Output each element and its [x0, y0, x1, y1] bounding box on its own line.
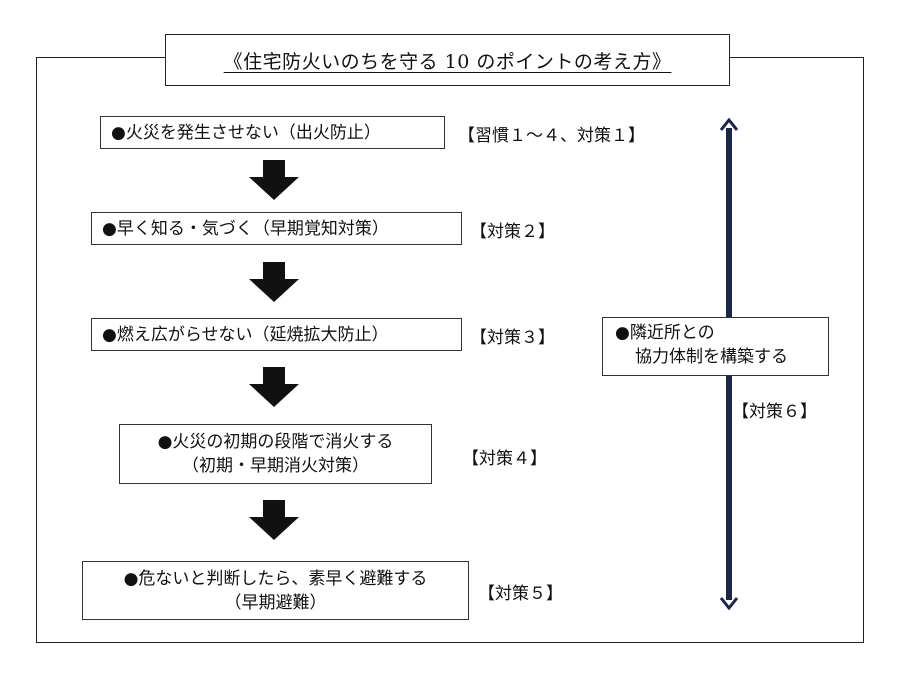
side-text-line-2: 協力体制を構築する [635, 347, 788, 367]
step-1-text: ●火災を発生させない（出火防止） [111, 122, 381, 143]
step-1-tag: 【習慣１～４、対策１】 [458, 126, 645, 146]
step-5-text-line-2: （早期避難） [224, 592, 327, 613]
step-5-tag: 【対策５】 [478, 584, 563, 604]
step-5-text-line-1: ●危ないと判断したら、素早く避難する [123, 568, 428, 589]
side-text-line-1: ●隣近所との [615, 323, 715, 343]
step-2-text: ●早く知る・気づく（早期覚知対策） [102, 218, 389, 239]
step-4-text-line-1: ●火災の初期の段階で消火する [157, 432, 394, 452]
diagram-title: 《住宅防火いのちを守る 10 のポイントの考え方》 [223, 50, 672, 73]
step-box-fire-prevention: ●火災を発生させない（出火防止） [100, 116, 445, 149]
down-arrow-icon [249, 500, 299, 540]
step-3-tag: 【対策３】 [470, 328, 555, 348]
step-4-tag: 【対策４】 [462, 449, 547, 469]
side-tag: 【対策６】 [732, 402, 817, 422]
step-4-text-line-2: （初期・早期消火対策） [182, 456, 369, 476]
title-box: 《住宅防火いのちを守る 10 のポイントの考え方》 [165, 34, 730, 86]
step-2-tag: 【対策２】 [470, 222, 555, 242]
step-box-early-detection: ●早く知る・気づく（早期覚知対策） [91, 212, 462, 245]
step-3-text: ●燃え広がらせない（延焼拡大防止） [102, 324, 389, 345]
step-box-early-extinguishing: ●火災の初期の段階で消火する （初期・早期消火対策） [119, 424, 432, 484]
step-box-spread-prevention: ●燃え広がらせない（延焼拡大防止） [91, 318, 462, 351]
down-arrow-icon [249, 367, 299, 407]
down-arrow-icon [249, 160, 299, 200]
side-box-neighborhood-cooperation: ●隣近所との 協力体制を構築する [602, 317, 829, 376]
step-box-early-evacuation: ●危ないと判断したら、素早く避難する （早期避難） [82, 561, 469, 620]
down-arrow-icon [249, 262, 299, 302]
